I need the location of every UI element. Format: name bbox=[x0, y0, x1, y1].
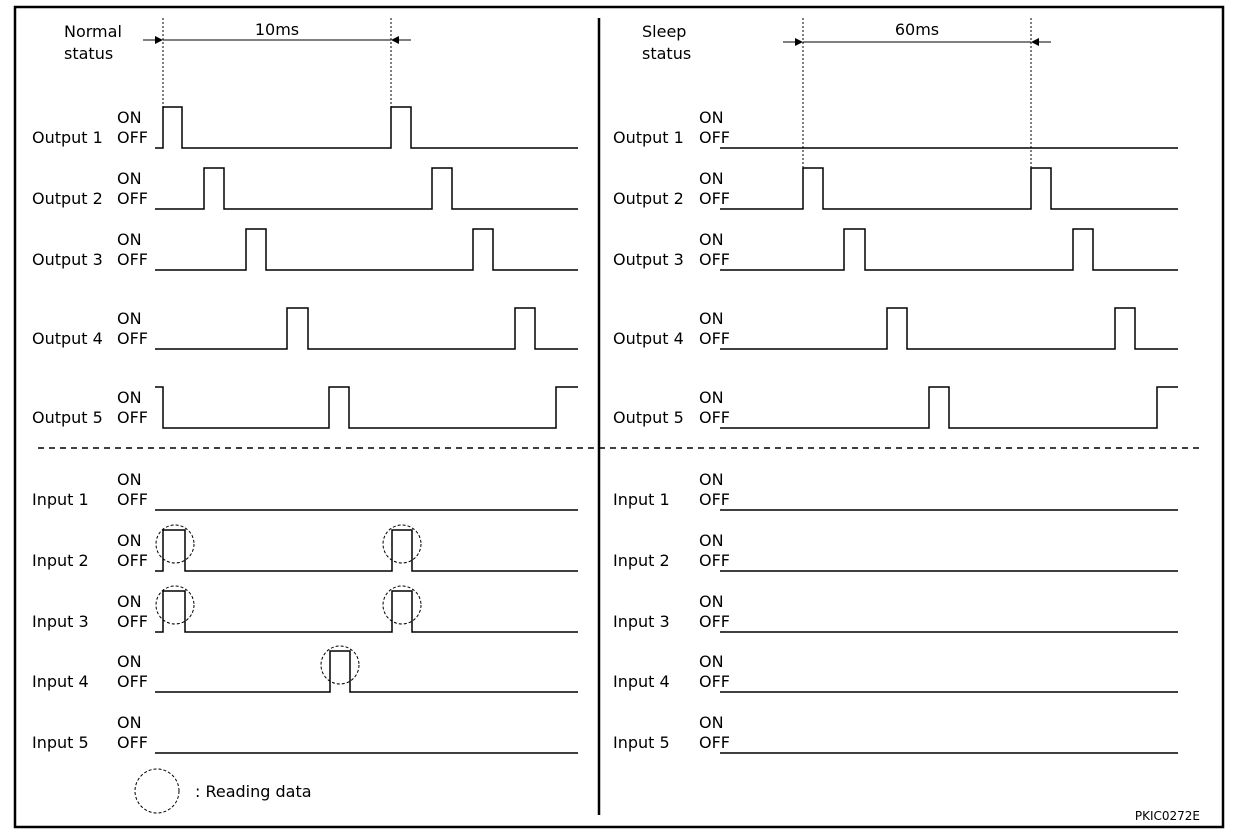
normal-input-4-label: Input 4 bbox=[32, 672, 89, 691]
normal-input-3-reading-circle-2 bbox=[382, 585, 422, 625]
sleep-input-2-off-label: OFF bbox=[699, 551, 730, 570]
sleep-period-label: 60ms bbox=[895, 20, 939, 39]
normal-input-3-off-label: OFF bbox=[117, 612, 148, 631]
sleep-input-1-label: Input 1 bbox=[613, 490, 670, 509]
normal-input-4-on-label: ON bbox=[117, 652, 142, 671]
normal-input-5-label: Input 5 bbox=[32, 733, 89, 752]
sleep-output-2-label: Output 2 bbox=[613, 189, 684, 208]
normal-period-label: 10ms bbox=[255, 20, 299, 39]
sleep-output-4-label: Output 4 bbox=[613, 329, 684, 348]
normal-input-2-off-label: OFF bbox=[117, 551, 148, 570]
normal-output-3-on-label: ON bbox=[117, 230, 142, 249]
normal-output-4-waveform bbox=[155, 307, 578, 350]
sleep-output-5-label: Output 5 bbox=[613, 408, 684, 427]
normal-output-4-on-label: ON bbox=[117, 309, 142, 328]
sleep-input-5-off-label: OFF bbox=[699, 733, 730, 752]
sleep-output-3-label: Output 3 bbox=[613, 250, 684, 269]
normal-input-4-waveform bbox=[155, 650, 578, 693]
normal-input-2-on-label: ON bbox=[117, 531, 142, 550]
sleep-input-4-label: Input 4 bbox=[613, 672, 670, 691]
sleep-output-2-off-label: OFF bbox=[699, 189, 730, 208]
sleep-output-4-waveform bbox=[720, 307, 1178, 350]
sleep-output-2-on-label: ON bbox=[699, 169, 724, 188]
normal-output-3-off-label: OFF bbox=[117, 250, 148, 269]
sleep-output-5-waveform bbox=[720, 386, 1178, 429]
sleep-output-3-waveform bbox=[720, 228, 1178, 271]
normal-input-3-label: Input 3 bbox=[32, 612, 89, 631]
reading-data-legend-icon bbox=[134, 768, 180, 814]
normal-output-1-off-label: OFF bbox=[117, 128, 148, 147]
normal-output-4-off-label: OFF bbox=[117, 329, 148, 348]
sleep-input-3-on-label: ON bbox=[699, 592, 724, 611]
figure-code: PKIC0272E bbox=[1135, 809, 1200, 823]
sleep-output-4-on-label: ON bbox=[699, 309, 724, 328]
normal-input-2-reading-circle-1 bbox=[155, 524, 195, 564]
sleep-input-5-label: Input 5 bbox=[613, 733, 670, 752]
normal-input-5-on-label: ON bbox=[117, 713, 142, 732]
normal-input-2-waveform bbox=[155, 529, 578, 572]
sleep-output-4-off-label: OFF bbox=[699, 329, 730, 348]
normal-output-5-on-label: ON bbox=[117, 388, 142, 407]
normal-input-1-off-label: OFF bbox=[117, 490, 148, 509]
sleep-output-2-waveform bbox=[720, 167, 1178, 210]
sleep-title-line2: status bbox=[642, 44, 691, 63]
normal-output-3-label: Output 3 bbox=[32, 250, 103, 269]
sleep-input-4-on-label: ON bbox=[699, 652, 724, 671]
sleep-output-1-on-label: ON bbox=[699, 108, 724, 127]
sleep-title-line1: Sleep bbox=[642, 22, 686, 41]
normal-output-4-label: Output 4 bbox=[32, 329, 103, 348]
normal-output-2-off-label: OFF bbox=[117, 189, 148, 208]
normal-output-5-label: Output 5 bbox=[32, 408, 103, 427]
normal-output-5-off-label: OFF bbox=[117, 408, 148, 427]
normal-input-3-reading-circle-1 bbox=[155, 585, 195, 625]
sleep-output-1-off-label: OFF bbox=[699, 128, 730, 147]
normal-period-marker: 10ms bbox=[143, 18, 411, 150]
normal-input-4-off-label: OFF bbox=[117, 672, 148, 691]
normal-input-3-on-label: ON bbox=[117, 592, 142, 611]
normal-output-1-on-label: ON bbox=[117, 108, 142, 127]
normal-output-3-waveform bbox=[155, 228, 578, 271]
sleep-input-3-label: Input 3 bbox=[613, 612, 670, 631]
sleep-input-3-off-label: OFF bbox=[699, 612, 730, 631]
sleep-input-5-on-label: ON bbox=[699, 713, 724, 732]
reading-data-legend-label: : Reading data bbox=[195, 782, 312, 801]
sleep-output-5-off-label: OFF bbox=[699, 408, 730, 427]
normal-input-3-waveform bbox=[155, 590, 578, 633]
sleep-output-3-on-label: ON bbox=[699, 230, 724, 249]
normal-output-2-waveform bbox=[155, 167, 578, 210]
sleep-input-2-label: Input 2 bbox=[613, 551, 670, 570]
normal-title-line1: Normal bbox=[64, 22, 122, 41]
sleep-output-3-off-label: OFF bbox=[699, 250, 730, 269]
normal-title-line2: status bbox=[64, 44, 113, 63]
normal-input-2-label: Input 2 bbox=[32, 551, 89, 570]
sleep-input-4-off-label: OFF bbox=[699, 672, 730, 691]
normal-output-1-waveform bbox=[155, 106, 578, 149]
sleep-output-1-label: Output 1 bbox=[613, 128, 684, 147]
normal-output-2-label: Output 2 bbox=[32, 189, 103, 208]
normal-input-4-reading-circle-1 bbox=[320, 645, 360, 685]
sleep-input-2-on-label: ON bbox=[699, 531, 724, 550]
sleep-input-1-off-label: OFF bbox=[699, 490, 730, 509]
normal-input-1-label: Input 1 bbox=[32, 490, 89, 509]
sleep-input-1-on-label: ON bbox=[699, 470, 724, 489]
normal-input-2-reading-circle-2 bbox=[382, 524, 422, 564]
normal-input-1-on-label: ON bbox=[117, 470, 142, 489]
sleep-output-5-on-label: ON bbox=[699, 388, 724, 407]
normal-input-5-off-label: OFF bbox=[117, 733, 148, 752]
outer-frame bbox=[13, 5, 1225, 829]
normal-output-5-waveform bbox=[155, 386, 578, 429]
normal-output-2-on-label: ON bbox=[117, 169, 142, 188]
normal-output-1-label: Output 1 bbox=[32, 128, 103, 147]
